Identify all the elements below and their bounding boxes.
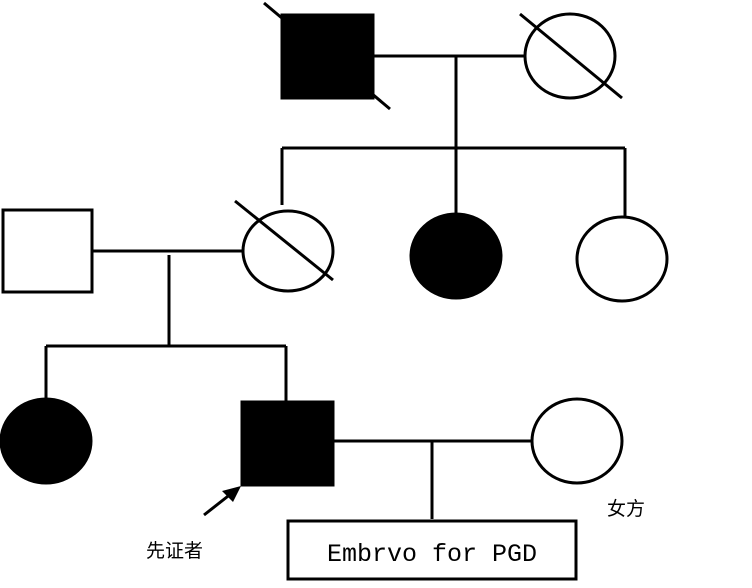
gen1-male-deceased-slash (263, 1, 391, 111)
gen1-female-deceased-slash (519, 12, 623, 100)
gen3-proband-affected-square (240, 400, 335, 487)
offspring-box-label: Embrvo for PGD (327, 540, 537, 569)
spouse-female-label: 女方 (607, 498, 645, 520)
gen2-daughter-1-circle (241, 209, 335, 293)
proband-arrow-shaft (203, 491, 233, 517)
gen3-spouse-female-circle (530, 397, 624, 485)
gen2-daughter-3-circle (575, 215, 669, 303)
gen2-daughter-2-affected-circle (409, 212, 503, 300)
offspring-box (286, 519, 578, 581)
gen3-daughter-affected-circle (0, 397, 93, 485)
proband-arrow-head (222, 486, 241, 502)
gen2-daughter-1-deceased-slash (234, 199, 334, 282)
proband-label: 先证者 (146, 540, 203, 562)
gen2-spouse-male-square (1, 208, 94, 294)
